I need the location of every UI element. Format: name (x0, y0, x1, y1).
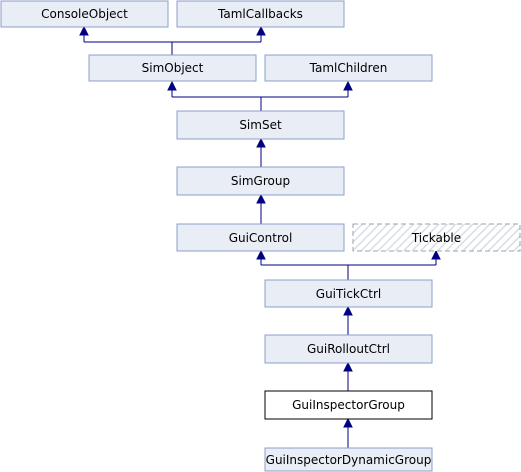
arrow-to-simset (256, 137, 266, 148)
class-node-guirolloutctrl[interactable]: GuiRolloutCtrl (264, 334, 433, 364)
class-node-guicontrol[interactable]: GuiControl (176, 223, 345, 252)
arrow-to-guicontrol (256, 249, 266, 260)
class-node-simgroup[interactable]: SimGroup (176, 166, 345, 196)
arrow-to-guirolloutctrl (343, 361, 353, 372)
arrow-to-tamlcallbacks (256, 25, 266, 36)
class-node-simobject[interactable]: SimObject (88, 54, 257, 82)
arrow-to-guiinspectorgroup (343, 417, 353, 428)
class-label: ConsoleObject (41, 7, 128, 21)
edge-guitickctrl-to-parents (260, 252, 437, 280)
class-node-tickable[interactable]: Tickable (352, 223, 521, 252)
class-label: GuiInspectorDynamicGroup (266, 453, 432, 467)
class-node-simset[interactable]: SimSet (176, 110, 345, 140)
arrow-to-consoleobject (79, 25, 89, 36)
class-label: GuiRolloutCtrl (307, 342, 390, 356)
class-node-guiinspectordynamicgroup[interactable]: GuiInspectorDynamicGroup (264, 447, 433, 472)
edge-simobject-to-parents (83, 28, 262, 55)
arrow-to-tickable (431, 249, 441, 260)
arrow-to-simgroup (256, 193, 266, 204)
class-label: SimObject (142, 61, 204, 75)
class-node-tamlchildren[interactable]: TamlChildren (264, 54, 433, 82)
class-label: GuiTickCtrl (316, 287, 381, 301)
class-label: SimSet (239, 118, 282, 132)
class-label: GuiControl (229, 231, 293, 245)
class-node-guitickctrl[interactable]: GuiTickCtrl (264, 279, 433, 308)
class-node-tamlcallbacks[interactable]: TamlCallbacks (176, 0, 345, 28)
arrow-to-guitickctrl (343, 305, 353, 316)
class-node-guiinspectorgroup-current: GuiInspectorGroup (264, 390, 433, 420)
class-node-consoleobject[interactable]: ConsoleObject (0, 0, 169, 28)
arrow-to-simobject (167, 80, 177, 91)
class-label: SimGroup (231, 174, 290, 188)
class-label: TamlChildren (309, 61, 388, 75)
class-label: TamlCallbacks (217, 7, 303, 21)
edge-arrowheads (79, 25, 441, 428)
arrow-to-tamlchildren (343, 80, 353, 91)
class-label: Tickable (411, 231, 461, 245)
class-label: GuiInspectorGroup (292, 398, 405, 412)
edge-simset-to-parents (171, 83, 349, 111)
